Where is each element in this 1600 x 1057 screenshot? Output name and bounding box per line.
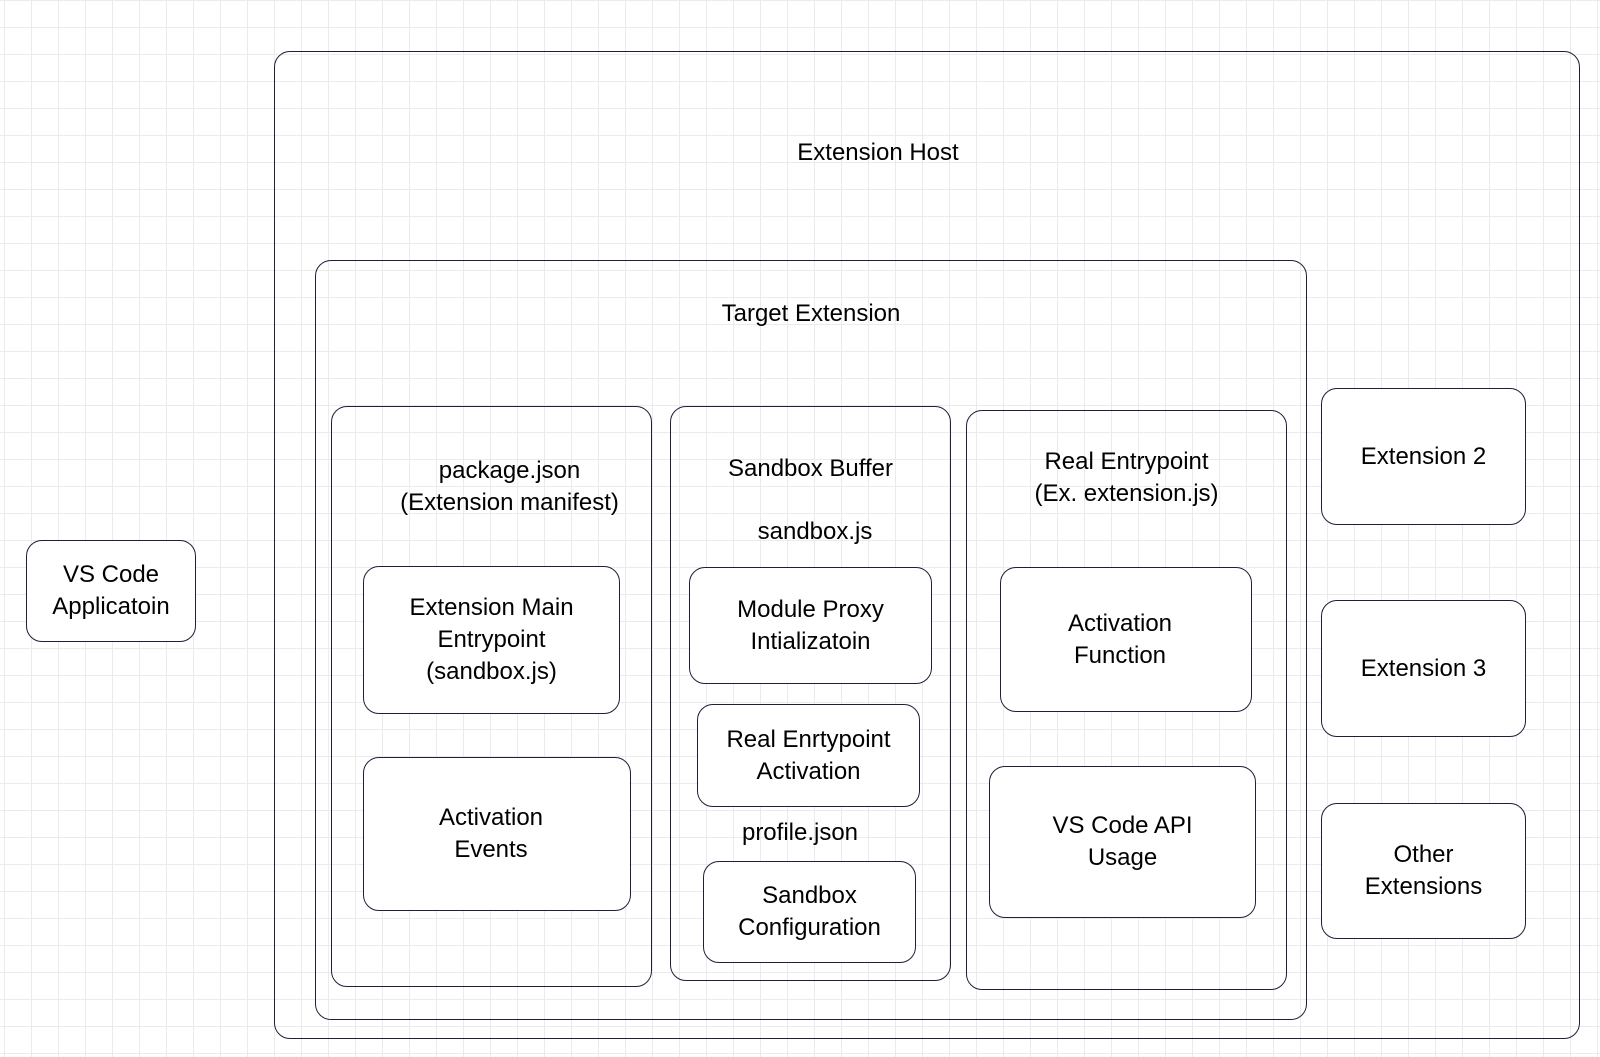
extension-2-label: Extension 2 xyxy=(1360,442,1487,470)
module-proxy-label: Module Proxy Intializatoin xyxy=(737,595,884,655)
real-entrypoint-box xyxy=(966,410,1287,990)
vscode-application-label: VS Code Applicatoin xyxy=(52,561,170,620)
sandbox-buffer-label: Sandbox Buffer xyxy=(727,455,893,482)
extension-3-box: Extension 3 xyxy=(1321,600,1526,737)
vscode-api-usage-label: VS Code API Usage xyxy=(1052,812,1193,871)
vscode-api-usage-box: VS Code API Usage xyxy=(989,766,1256,918)
other-extensions-box: Other Extensions xyxy=(1321,803,1526,939)
other-extensions-label: Other Extensions xyxy=(1364,841,1483,900)
extension-host-box xyxy=(274,51,1580,1039)
extension-2-box: Extension 2 xyxy=(1321,388,1526,525)
extension-host-label: Extension Host xyxy=(797,139,959,166)
profile-json-label: profile.json xyxy=(741,819,859,846)
sandbox-configuration-label: Sandbox Configuration xyxy=(738,882,881,941)
extension-3-label: Extension 3 xyxy=(1360,654,1487,682)
activation-function-label: Activation Function xyxy=(1067,609,1173,669)
target-extension-box xyxy=(315,260,1307,1020)
sandbox-js-label: sandbox.js xyxy=(757,518,873,545)
extension-main-entrypoint-label: Extension Main Entrypoint (sandbox.js) xyxy=(409,594,574,685)
sandbox-configuration-box: Sandbox Configuration xyxy=(703,861,916,963)
package-json-label: package.json (Extension manifest) xyxy=(400,457,619,516)
activation-events-box: Activation Events xyxy=(363,757,631,911)
sandbox-buffer-box xyxy=(670,406,951,981)
activation-events-label: Activation Events xyxy=(438,804,544,863)
target-extension-label: Target Extension xyxy=(721,300,901,327)
module-proxy-box: Module Proxy Intializatoin xyxy=(689,567,932,684)
real-entrypoint-label: Real Entrypoint (Ex. extension.js) xyxy=(1034,448,1219,507)
package-json-box xyxy=(331,406,652,987)
extension-main-entrypoint-box: Extension Main Entrypoint (sandbox.js) xyxy=(363,566,620,714)
real-entrypoint-activation-label: Real Enrtypoint Activation xyxy=(726,725,891,785)
vscode-application-box: VS Code Applicatoin xyxy=(26,540,196,642)
real-entrypoint-activation-box: Real Enrtypoint Activation xyxy=(697,704,920,807)
activation-function-box: Activation Function xyxy=(1000,567,1252,712)
